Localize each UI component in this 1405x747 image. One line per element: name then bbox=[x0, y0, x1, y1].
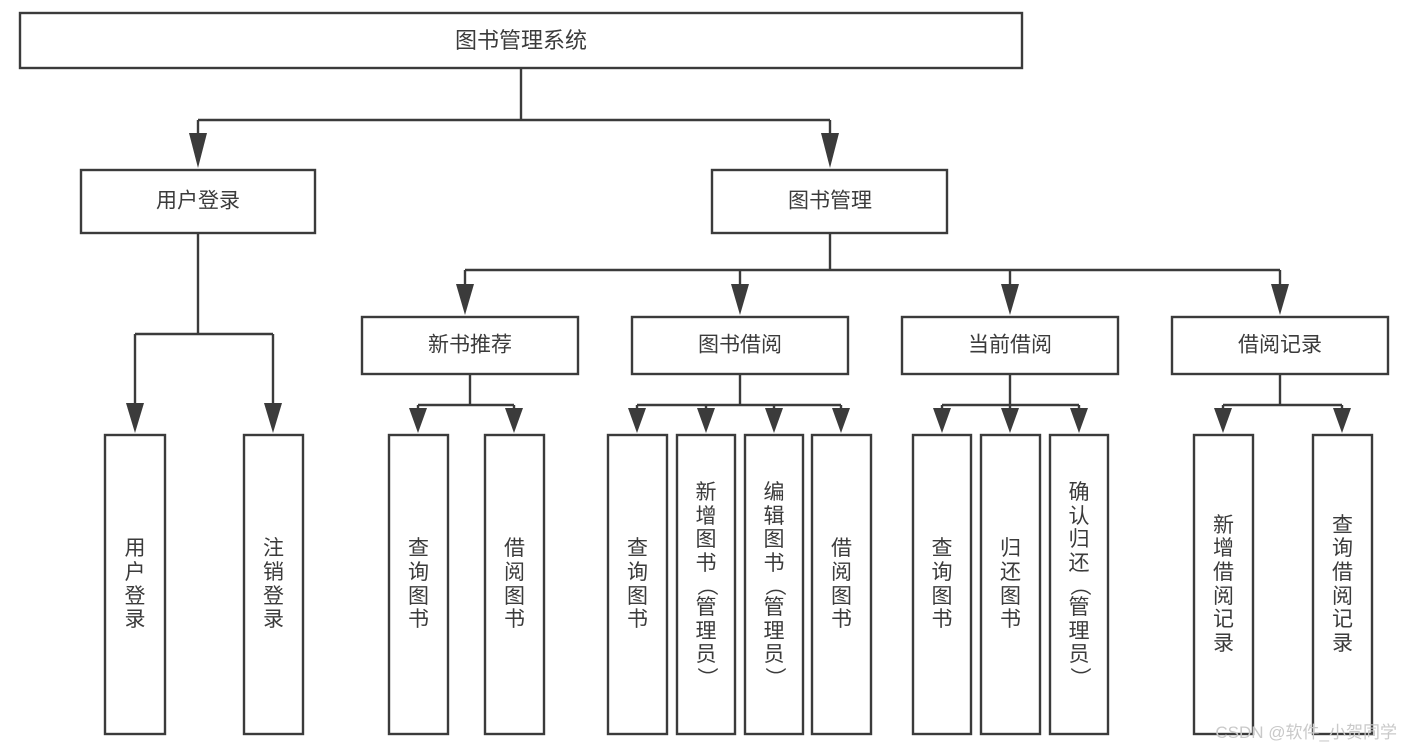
node-book-manage[interactable]: 图书管理 bbox=[710, 168, 949, 235]
leaf-box-group bbox=[103, 433, 1374, 736]
connector-group-user-login bbox=[126, 233, 282, 433]
leaf-box-user-login[interactable] bbox=[103, 433, 167, 736]
node-current-borrow[interactable]: 当前借阅 bbox=[900, 315, 1120, 376]
node-user-login[interactable]: 用户登录 bbox=[79, 168, 317, 235]
arrow-head-leaf-borrow-book-1 bbox=[505, 408, 523, 433]
arrow-head-leaf-query-record bbox=[1333, 408, 1351, 433]
leaf-box-borrow-book-1[interactable] bbox=[483, 433, 546, 736]
leaf-box-query-book-3[interactable] bbox=[911, 433, 973, 736]
arrow-head-leaf-confirm-return bbox=[1070, 408, 1088, 433]
arrow-head-leaf-add-record bbox=[1214, 408, 1232, 433]
node-root-label: 图书管理系统 bbox=[455, 28, 587, 53]
node-new-book-recommend-box[interactable] bbox=[360, 315, 580, 376]
node-root[interactable]: 图书管理系统 bbox=[18, 11, 1024, 70]
leaf-box-return-book[interactable] bbox=[979, 433, 1042, 736]
node-user-login-label: 用户登录 bbox=[156, 190, 240, 213]
arrow-head-book-manage bbox=[821, 133, 839, 168]
arrow-head-current-borrow bbox=[1001, 284, 1019, 315]
leaf-box-confirm-return[interactable] bbox=[1048, 433, 1110, 736]
node-borrow-record-box[interactable] bbox=[1170, 315, 1390, 376]
arrow-head-leaf-add-book-admin bbox=[697, 408, 715, 433]
node-borrow-record-label: 借阅记录 bbox=[1238, 334, 1322, 357]
leaf-box-add-record[interactable] bbox=[1192, 433, 1255, 736]
arrow-head-leaf-edit-book-admin bbox=[765, 408, 783, 433]
leaf-box-add-book-admin[interactable] bbox=[675, 433, 737, 736]
leaf-box-user-logout[interactable] bbox=[242, 433, 305, 736]
arrow-head-leaf-query-book-2 bbox=[628, 408, 646, 433]
connector-group-borrow-record bbox=[1214, 374, 1351, 433]
node-new-book-recommend-label: 新书推荐 bbox=[428, 334, 512, 357]
leaf-box-borrow-book-2[interactable] bbox=[810, 433, 873, 736]
node-current-borrow-box[interactable] bbox=[900, 315, 1120, 376]
node-current-borrow-label: 当前借阅 bbox=[968, 334, 1052, 357]
arrow-head-book-borrow bbox=[731, 284, 749, 315]
arrow-head-user-login bbox=[189, 133, 207, 168]
arrow-head-leaf-user-login bbox=[126, 403, 144, 433]
node-user-login-box[interactable] bbox=[79, 168, 317, 235]
arrow-head-leaf-query-book-3 bbox=[933, 408, 951, 433]
leaf-box-edit-book-admin[interactable] bbox=[743, 433, 805, 736]
node-borrow-record[interactable]: 借阅记录 bbox=[1170, 315, 1390, 376]
arrow-head-leaf-query-book-1 bbox=[409, 408, 427, 433]
connector-group-book-borrow bbox=[628, 374, 850, 433]
leaf-box-query-book-1[interactable] bbox=[387, 433, 450, 736]
arrow-head-borrow-record bbox=[1271, 284, 1289, 315]
leaf-box-query-record[interactable] bbox=[1311, 433, 1374, 736]
arrow-head-new-book-recommend bbox=[456, 284, 474, 315]
arrow-head-leaf-borrow-book-2 bbox=[832, 408, 850, 433]
node-book-manage-label: 图书管理 bbox=[788, 190, 872, 213]
arrow-head-leaf-return-book bbox=[1001, 408, 1019, 433]
node-book-borrow[interactable]: 图书借阅 bbox=[630, 315, 850, 376]
arrow-head-leaf-user-logout bbox=[264, 403, 282, 433]
node-root-box[interactable] bbox=[18, 11, 1024, 70]
connector-group-book-manage bbox=[456, 233, 1289, 315]
connector-group-current-borrow bbox=[933, 374, 1088, 433]
connector-group-root bbox=[189, 68, 839, 168]
connector-group-new-book-recommend bbox=[409, 374, 523, 433]
node-new-book-recommend[interactable]: 新书推荐 bbox=[360, 315, 580, 376]
node-book-borrow-label: 图书借阅 bbox=[698, 334, 782, 357]
node-book-borrow-box[interactable] bbox=[630, 315, 850, 376]
leaf-box-query-book-2[interactable] bbox=[606, 433, 669, 736]
node-book-manage-box[interactable] bbox=[710, 168, 949, 235]
